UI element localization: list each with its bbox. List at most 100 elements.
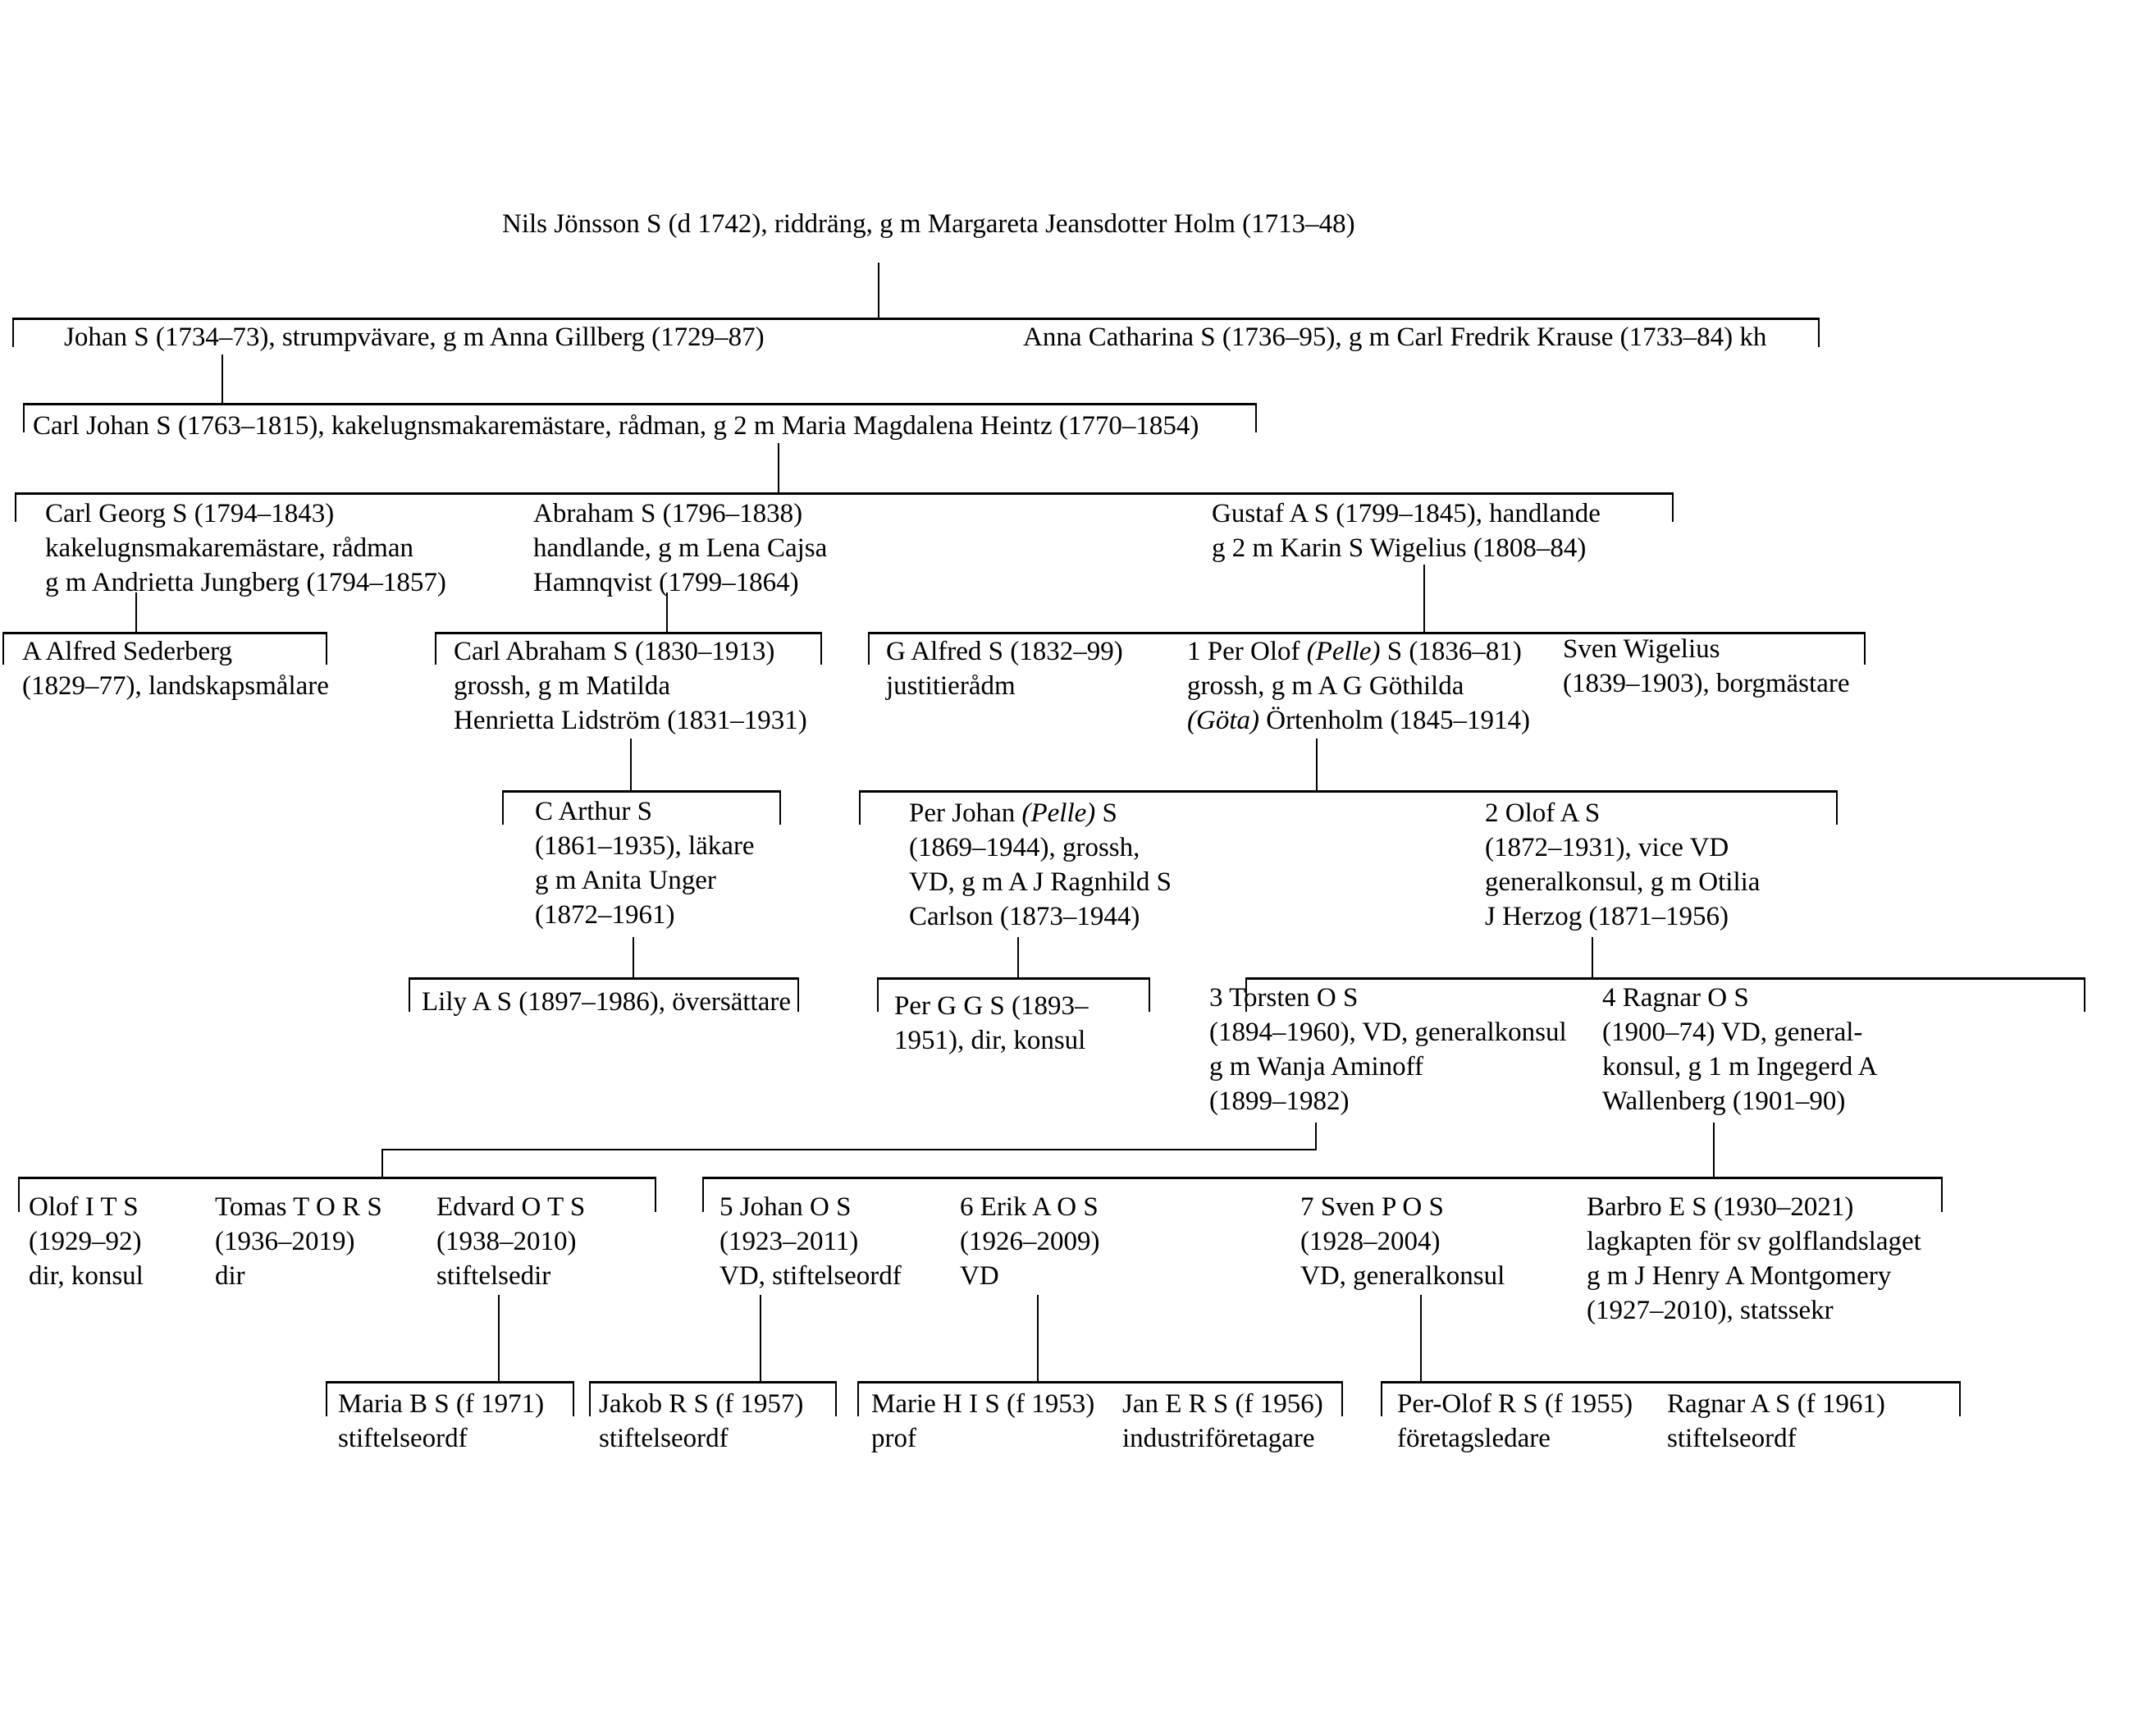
person-jakob-r-s: Jakob R S (f 1957) stiftelseordf	[599, 1387, 803, 1456]
sibling-tick-gen3-right	[1255, 403, 1257, 432]
person-sven-wigelius: Sven Wigelius (1839–1903), borgmästare	[1563, 632, 1849, 701]
person-marie-h-i-s: Marie H I S (f 1953) prof	[871, 1387, 1094, 1456]
text-segment-italic: (Pelle)	[1306, 637, 1381, 666]
sibling-tick-sven-children-right	[1959, 1381, 1961, 1416]
person-line: J Herzog (1871–1956)	[1485, 902, 1729, 931]
sibling-tick-c-arthur-right	[779, 790, 781, 825]
person-carl-georg-s: Carl Georg S (1794–1843) kakelugnsmakare…	[45, 496, 446, 600]
sibling-tick-jakob-right	[835, 1381, 837, 1416]
descent-line-johan-5	[760, 1295, 761, 1381]
person-ragnar-o-s-4: 4 Ragnar O S (1900–74) VD, general- kons…	[1602, 981, 1877, 1118]
person-line: (1926–2009)	[960, 1227, 1100, 1256]
text-segment: S (1836–81)	[1380, 637, 1522, 666]
person-line: Johan S (1734–73), strumpvävare, g m Ann…	[64, 322, 765, 352]
person-carl-abraham-s: Carl Abraham S (1830–1913) grossh, g m M…	[454, 634, 807, 738]
person-line: Per G G S (1893–	[894, 991, 1089, 1021]
sibling-tick-erik-children-left	[857, 1381, 859, 1416]
descent-line-carl-johan	[778, 443, 779, 492]
sibling-tick-gen2-right	[1818, 318, 1820, 347]
sibling-bar-gen2	[12, 318, 1820, 320]
person-c-arthur-s: C Arthur S (1861–1935), läkare g m Anita…	[535, 794, 755, 932]
text-segment: 1 Per Olof	[1187, 637, 1307, 666]
person-johan-s: Johan S (1734–73), strumpvävare, g m Ann…	[64, 320, 765, 354]
sibling-tick-olof-2-children-right	[2084, 977, 2085, 1012]
sibling-tick-maria-left	[326, 1381, 327, 1416]
person-line: konsul, g 1 m Ingegerd A	[1602, 1052, 1878, 1082]
person-jan-e-r-s: Jan E R S (f 1956) industriföretagare	[1122, 1387, 1323, 1456]
person-torsten-o-s-3: 3 Torsten O S (1894–1960), VD, generalko…	[1209, 981, 1567, 1118]
person-line: Carlson (1873–1944)	[909, 902, 1140, 931]
person-a-alfred-sederberg: A Alfred Sederberg (1829–77), landskapsm…	[22, 634, 329, 703]
descent-line-erik-6	[1037, 1295, 1039, 1381]
sibling-tick-erik-children-right	[1341, 1381, 1343, 1416]
person-line: (1872–1931), vice VD	[1485, 833, 1729, 862]
person-line: lagkapten för sv golflandslaget	[1587, 1227, 1921, 1256]
person-line: 2 Olof A S	[1485, 798, 1601, 828]
sibling-tick-c-arthur-left	[502, 790, 504, 825]
person-line: grossh, g m A G Göthilda	[1187, 671, 1464, 701]
person-line: Henrietta Lidström (1831–1931)	[454, 706, 807, 735]
descent-line-sven-7	[1420, 1295, 1422, 1381]
descent-line-torsten-lower	[381, 1149, 383, 1178]
sibling-tick-gen2-left	[12, 318, 14, 347]
sibling-tick-sven-children-left	[1381, 1381, 1382, 1416]
person-line: g 2 m Karin S Wigelius (1808–84)	[1212, 533, 1587, 563]
person-line: Carl Abraham S (1830–1913)	[454, 637, 775, 666]
sibling-bar-ragnar-children	[702, 1177, 1943, 1179]
person-abraham-s: Abraham S (1796–1838) handlande, g m Len…	[533, 496, 827, 600]
person-line: (1861–1935), läkare	[535, 831, 755, 861]
sibling-tick-maria-right	[573, 1381, 574, 1416]
person-line: (1894–1960), VD, generalkonsul	[1209, 1018, 1567, 1047]
sibling-tick-per-olof-children-right	[1836, 790, 1838, 825]
person-line: VD	[960, 1261, 999, 1291]
person-line: (1929–92)	[29, 1227, 142, 1256]
sibling-tick-torsten-children-left	[18, 1177, 20, 1212]
person-line: prof	[871, 1424, 916, 1453]
person-line: Lily A S (1897–1986), översättare	[422, 987, 792, 1017]
sibling-tick-ragnar-children-right	[1941, 1177, 1943, 1212]
person-maria-b-s: Maria B S (f 1971) stiftelseordf	[338, 1387, 544, 1456]
person-line: (1872–1961)	[535, 900, 675, 930]
person-line: Anna Catharina S (1736–95), g m Carl Fre…	[1023, 322, 1767, 352]
person-line: handlande, g m Lena Cajsa	[533, 533, 828, 563]
sibling-tick-gustaf-children-left	[868, 632, 870, 665]
person-line: (1938–2010)	[436, 1227, 577, 1256]
person-line: Per-Olof R S (f 1955)	[1397, 1389, 1633, 1419]
person-lily-a-s: Lily A S (1897–1986), översättare	[422, 985, 791, 1019]
person-carl-johan-s: Carl Johan S (1763–1815), kakelugnsmakar…	[33, 409, 1199, 443]
person-erik-a-o-s-6: 6 Erik A O S (1926–2009) VD	[960, 1190, 1099, 1293]
person-gustaf-a-s: Gustaf A S (1799–1845), handlande g 2 m …	[1212, 496, 1601, 565]
person-line: (1936–2019)	[215, 1227, 355, 1256]
sibling-bar-gen3	[23, 403, 1257, 405]
person-line: (1928–2004)	[1300, 1227, 1441, 1256]
sibling-tick-sederberg-left	[2, 632, 4, 665]
sibling-tick-torsten-children-right	[655, 1177, 656, 1212]
descent-line-olof-2	[1592, 937, 1593, 977]
person-edvard-o-t-s: Edvard O T S (1938–2010) stiftelsedir	[436, 1190, 585, 1293]
person-line: Sven Wigelius	[1563, 634, 1720, 664]
text-segment: Per Johan	[909, 798, 1022, 828]
descent-line-abraham	[666, 592, 668, 632]
sibling-tick-olof-2-children-left	[1245, 977, 1247, 1012]
person-olof-i-t-s: Olof I T S (1929–92) dir, konsul	[29, 1190, 144, 1293]
sibling-tick-gustaf-children-right	[1864, 632, 1866, 665]
person-tomas-t-o-r-s: Tomas T O R S (1936–2019) dir	[215, 1190, 382, 1293]
person-line: Nils Jönsson S (d 1742), riddräng, g m M…	[502, 209, 1355, 239]
person-line: VD, generalkonsul	[1300, 1261, 1505, 1291]
person-line: 1951), dir, konsul	[894, 1026, 1086, 1055]
text-segment-italic: (Pelle)	[1021, 798, 1096, 828]
person-line: justitierådm	[886, 671, 1016, 701]
person-line: Hamnqvist (1799–1864)	[533, 568, 799, 597]
person-line: (1899–1982)	[1209, 1086, 1350, 1116]
person-per-olof-pelle-s: 1 Per Olof (Pelle) S (1836–81) grossh, g…	[1187, 634, 1530, 738]
descent-line-ragnar	[1713, 1123, 1715, 1177]
person-line: g m J Henry A Montgomery	[1587, 1261, 1892, 1291]
person-sven-p-o-s-7: 7 Sven P O S (1928–2004) VD, generalkons…	[1300, 1190, 1505, 1293]
sibling-tick-gen3-left	[23, 403, 25, 432]
person-line: generalkonsul, g m Otilia	[1485, 867, 1761, 897]
person-line: Marie H I S (f 1953)	[871, 1389, 1095, 1419]
person-line: (1869–1944), grossh,	[909, 833, 1140, 862]
person-line: företagsledare	[1397, 1424, 1551, 1453]
person-line: g m Anita Unger	[535, 866, 716, 895]
person-line: Maria B S (f 1971)	[338, 1389, 545, 1419]
